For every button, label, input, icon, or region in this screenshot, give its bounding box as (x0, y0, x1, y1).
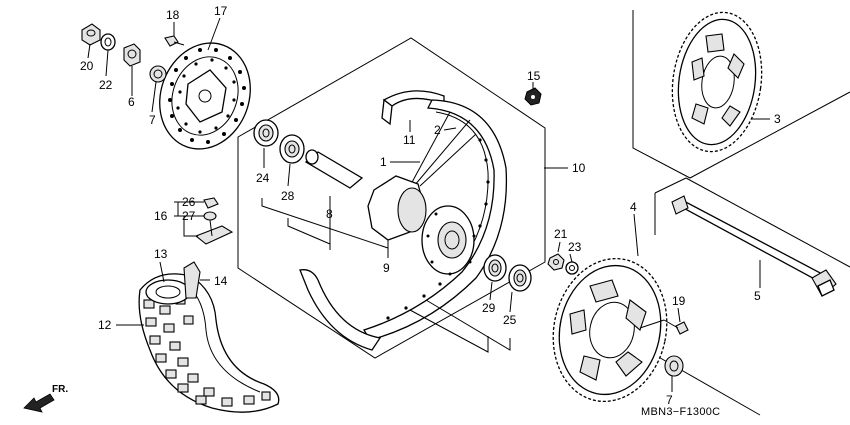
bolt-18 (164, 35, 185, 47)
hub-bolt-holes (426, 212, 476, 276)
rim (299, 99, 508, 351)
bearing-28 (279, 134, 305, 164)
callout-17: 17 (214, 4, 228, 18)
tube-13 (145, 279, 191, 305)
callout-8: 8 (326, 207, 333, 221)
wheel-assembly-outline (237, 37, 546, 359)
nut-15 (524, 87, 542, 106)
leader-lines (87, 17, 770, 392)
callout-18: 18 (166, 8, 180, 22)
callout-5: 5 (754, 289, 761, 303)
collar-7-lower (664, 355, 684, 377)
callout-23: 23 (568, 240, 582, 254)
callout-27: 27 (182, 209, 196, 223)
valve-nut-27 (203, 211, 217, 221)
rim-lock-11 (381, 90, 445, 126)
callout-26: 26 (182, 195, 196, 209)
brake-disc (159, 42, 251, 150)
callout-19: 19 (672, 294, 686, 308)
callout-11: 11 (403, 133, 416, 147)
rim-band-14 (183, 261, 201, 299)
hub (367, 175, 476, 276)
callout-6: 6 (128, 95, 135, 109)
bolt-19 (663, 319, 689, 335)
valve-assembly-16 (194, 219, 234, 245)
callout-3: 3 (774, 112, 781, 126)
callout-20: 20 (80, 59, 94, 73)
callout-9: 9 (383, 261, 390, 275)
axle-5 (671, 195, 837, 297)
callout-22: 22 (99, 78, 113, 92)
washer-22 (100, 33, 116, 51)
callout-15: 15 (527, 69, 541, 83)
washer-23 (565, 261, 579, 275)
callout-28: 28 (281, 189, 295, 203)
bearing-25 (508, 264, 532, 292)
callout-16: 16 (154, 209, 168, 223)
sprocket-3 (671, 11, 763, 153)
collar-6 (123, 43, 141, 67)
callout-7-lower: 7 (666, 393, 673, 407)
nut-21 (547, 253, 565, 271)
callout-12: 12 (98, 318, 112, 332)
tire-knobs (143, 295, 271, 407)
callout-29: 29 (482, 301, 496, 315)
driven-sprocket-4 (552, 257, 668, 403)
drawing-code: MBN3−F1300C (641, 406, 720, 418)
nut-20 (81, 23, 101, 46)
callout-1: 1 (380, 155, 387, 169)
callout-25: 25 (503, 313, 517, 327)
callout-4: 4 (630, 200, 637, 214)
callout-7-upper: 7 (149, 113, 156, 127)
valve-cap-26 (203, 197, 219, 209)
callout-24: 24 (256, 171, 270, 185)
callout-21: 21 (554, 227, 568, 241)
sprocket-3-holes (691, 33, 745, 127)
spokes (409, 111, 477, 187)
distance-collar-8 (304, 149, 364, 189)
direction-label: FR. (52, 384, 68, 395)
sprocket-lightening-holes (569, 279, 647, 381)
collar-7-upper (149, 65, 167, 83)
disc-vent-holes (168, 48, 246, 144)
bearing-29 (483, 254, 507, 282)
callout-2: 2 (434, 123, 441, 137)
callout-14: 14 (214, 274, 228, 288)
callout-10: 10 (572, 161, 586, 175)
callout-13: 13 (154, 247, 168, 261)
callout-labels: 20 22 6 18 17 7 15 11 2 1 10 24 28 8 9 2… (80, 4, 781, 407)
bearing-24 (253, 119, 279, 147)
front-direction-arrow: FR. (23, 384, 68, 413)
sprocket-inset-outline (632, 10, 850, 179)
